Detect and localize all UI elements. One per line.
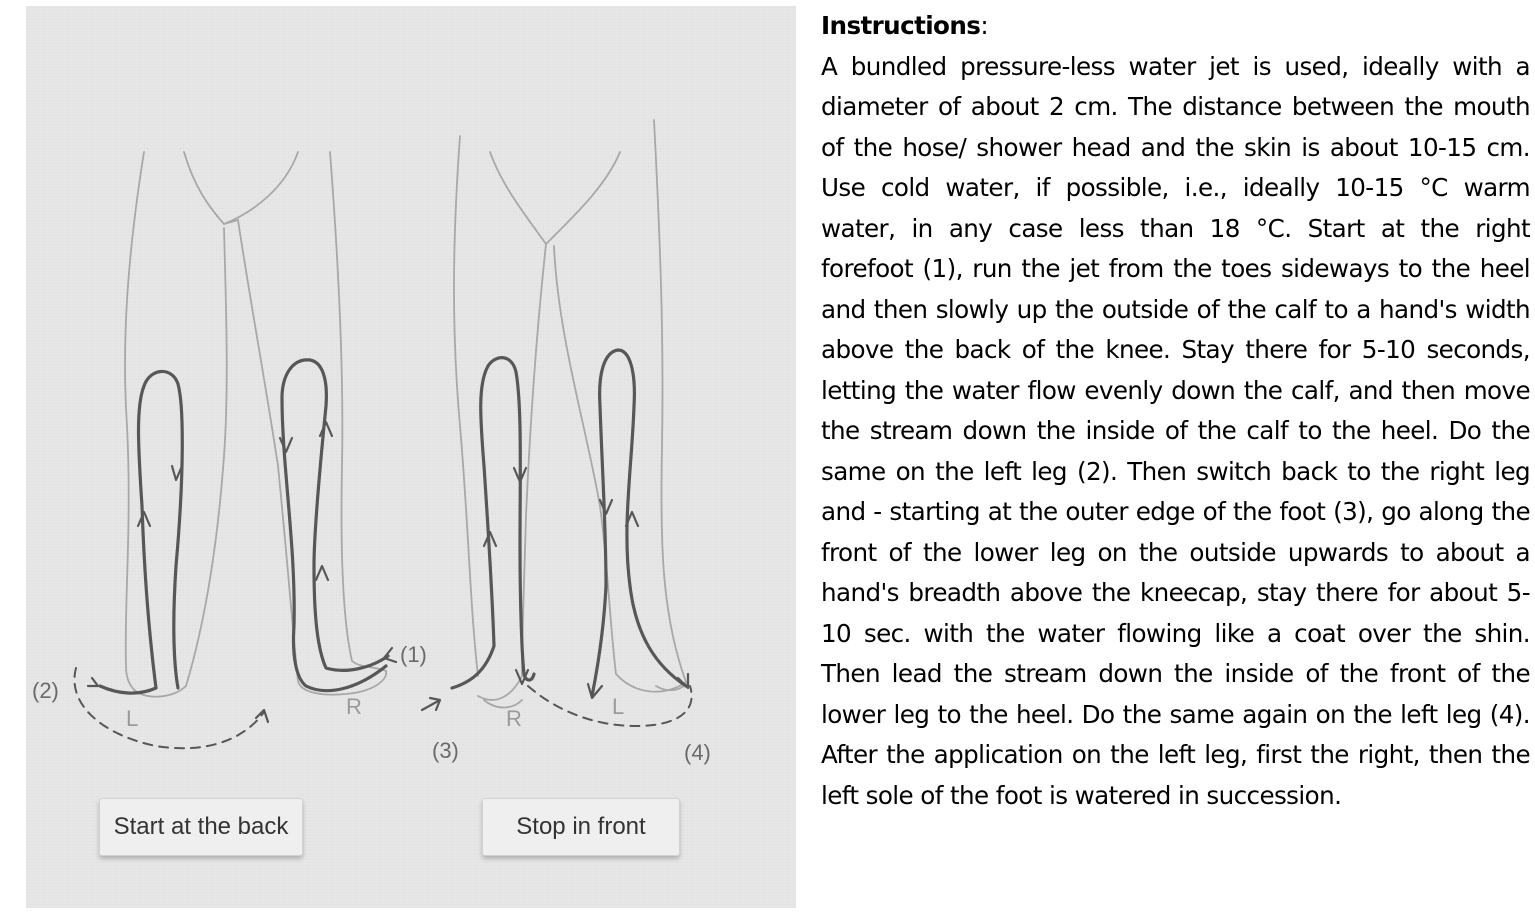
leg-diagram: (2) (1) (3) (4) L R R L bbox=[32, 119, 711, 765]
instructions-text-block: Instructions: A bundled pressure-less wa… bbox=[821, 6, 1531, 816]
stop-in-front-button[interactable]: Stop in front bbox=[482, 798, 680, 856]
instructions-heading-line: Instructions: bbox=[821, 6, 1530, 47]
step-3-label: (3) bbox=[432, 738, 459, 763]
leg-diagram-panel: (2) (1) (3) (4) L R R L Start at the bac… bbox=[26, 6, 796, 908]
step-2-label: (2) bbox=[32, 678, 59, 703]
start-at-the-back-button[interactable]: Start at the back bbox=[99, 798, 303, 856]
instructions-heading: Instructions bbox=[821, 11, 981, 40]
front-left-side-letter: L bbox=[612, 694, 624, 719]
back-right-side-letter: R bbox=[346, 694, 362, 719]
instructions-heading-colon: : bbox=[980, 11, 988, 40]
front-view-path-left bbox=[586, 348, 690, 700]
back-view-dashed-arrow bbox=[254, 708, 270, 724]
back-view-leg-outlines bbox=[124, 151, 387, 698]
instructions-body: A bundled pressure-less water jet is use… bbox=[821, 51, 1531, 810]
step-1-label: (1) bbox=[400, 642, 427, 667]
front-view-leg-outlines bbox=[453, 119, 687, 709]
front-view-path-right bbox=[450, 356, 536, 690]
back-view-path-left bbox=[86, 369, 184, 695]
step-4-label: (4) bbox=[684, 740, 711, 765]
front-view-dashed-link bbox=[527, 685, 693, 728]
back-left-side-letter: L bbox=[126, 706, 138, 731]
front-right-side-letter: R bbox=[506, 706, 522, 731]
back-view-dashed-link bbox=[73, 667, 265, 750]
back-view-path-right bbox=[278, 358, 398, 693]
front-view-start-arrow bbox=[420, 696, 442, 712]
